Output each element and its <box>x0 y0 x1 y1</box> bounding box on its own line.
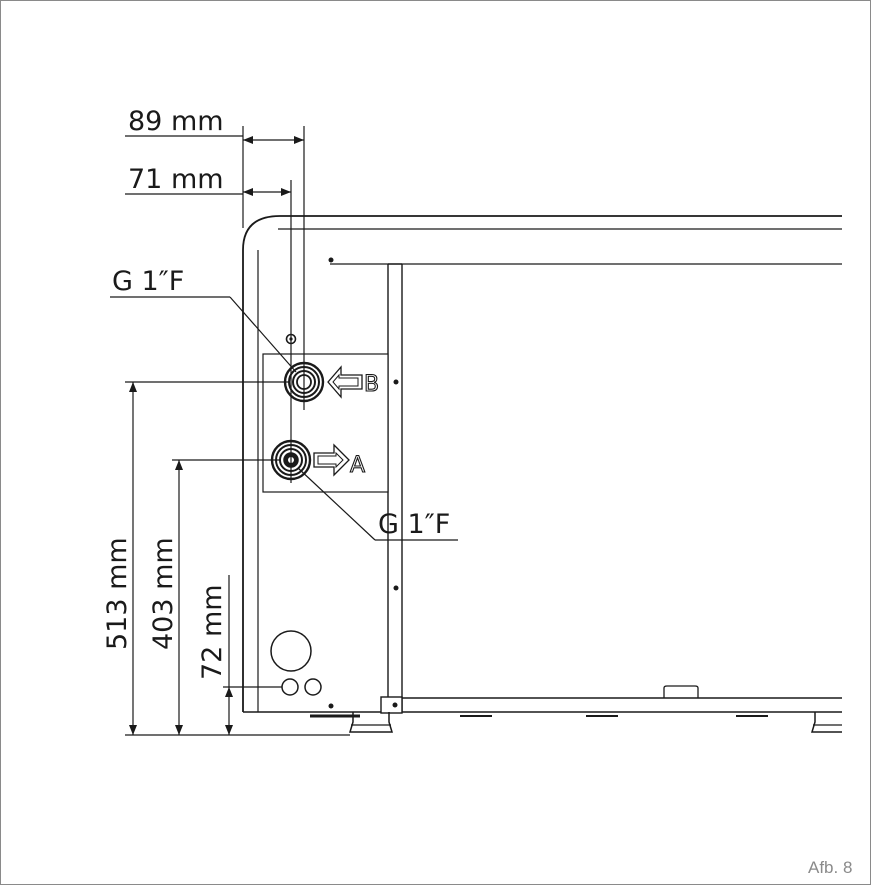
dimension-513mm: 513 mm <box>102 537 133 650</box>
unit-outline <box>242 215 842 733</box>
port-a-label: A <box>350 453 365 478</box>
dimension-71mm: 71 mm <box>128 164 224 195</box>
thread-leaders <box>110 296 458 541</box>
port-b-label: B <box>364 372 379 397</box>
dimension-403mm: 403 mm <box>148 537 179 650</box>
thread-label-bottom: G 1″F <box>378 509 450 540</box>
figure-label: Afb. 8 <box>808 858 852 877</box>
dimension-72mm: 72 mm <box>197 584 228 680</box>
thread-label-top: G 1″F <box>112 266 184 297</box>
cable-entry-openings <box>270 630 322 696</box>
vertical-dimensions <box>125 381 350 736</box>
horizontal-dimensions <box>125 126 305 483</box>
dimension-89mm: 89 mm <box>128 106 224 137</box>
